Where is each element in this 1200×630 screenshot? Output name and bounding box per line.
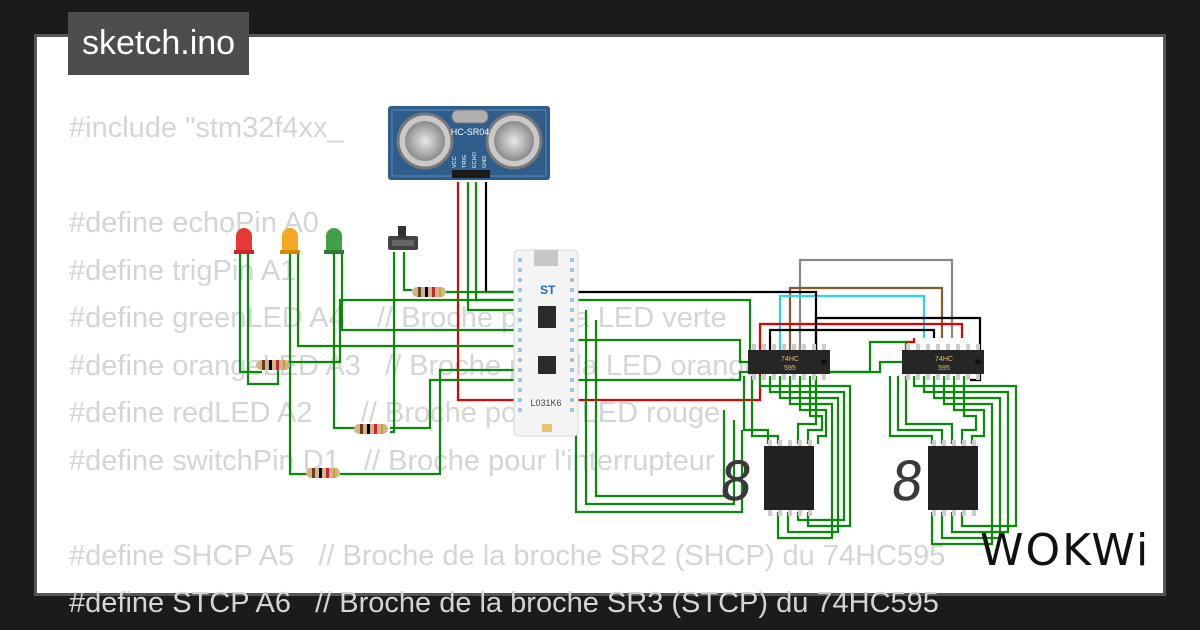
resistor xyxy=(306,468,340,478)
wire-green xyxy=(904,376,954,444)
wire-green xyxy=(340,368,524,476)
led-green[interactable] xyxy=(324,228,344,254)
wires xyxy=(238,182,1018,546)
slide-switch[interactable] xyxy=(388,226,418,250)
wire-red xyxy=(758,322,964,352)
wire-green xyxy=(570,370,750,382)
chip-label: 595 xyxy=(784,365,796,372)
wire-green xyxy=(778,376,840,534)
pin-label-gnd: GND xyxy=(482,156,488,168)
wire-green xyxy=(594,320,726,498)
resistor xyxy=(354,424,388,434)
wire-green xyxy=(758,376,852,528)
code-line: #include "stm32f4xx_ xyxy=(69,112,344,144)
chip-label: 74HC xyxy=(935,356,953,363)
pin-label-trig: TRIG xyxy=(462,155,468,168)
wire-green xyxy=(238,252,262,374)
file-tab[interactable]: sketch.ino xyxy=(68,12,250,75)
chip-label: 595 xyxy=(938,365,950,372)
display-digit: 8 xyxy=(888,450,927,513)
code-line: #define switchPin D1 // Broche pour l'in… xyxy=(69,444,715,477)
wire-green xyxy=(930,376,994,546)
wire-green xyxy=(826,360,906,374)
shift-register-1[interactable]: 74HC 595 xyxy=(748,344,830,380)
ultrasonic-sensor[interactable]: HC-SR04 VCC TRIG ECHO GND xyxy=(388,106,550,180)
canvas-card: #include "stm32f4xx_ #define echoPin A0 #d… xyxy=(34,34,1166,619)
wire-black xyxy=(768,328,936,352)
code-line: #define SHCP A5 // Broche de la broche S… xyxy=(69,539,946,572)
wire-black xyxy=(484,182,818,352)
wire-green xyxy=(570,298,752,352)
wire-green xyxy=(896,376,944,444)
wire-green xyxy=(912,376,1018,528)
shift-register-2[interactable]: 74HC 595 xyxy=(902,344,984,380)
wire-green xyxy=(574,300,744,514)
led-red[interactable] xyxy=(234,228,254,254)
wire-green xyxy=(768,376,846,522)
wire-green xyxy=(922,376,1010,534)
pin-label-echo: ECHO xyxy=(472,151,478,168)
pin-label-vcc: VCC xyxy=(452,156,458,168)
display-digit: 8 xyxy=(717,450,756,513)
mcu-label: L031K6 xyxy=(530,398,561,408)
nucleo-board[interactable]: ST L031K6 xyxy=(513,249,579,437)
st-logo: ST xyxy=(540,283,556,297)
wire-green xyxy=(960,376,978,444)
seven-segment-display-1[interactable]: 8 xyxy=(717,440,814,516)
wire-green xyxy=(932,376,1002,540)
wire-green xyxy=(776,376,834,540)
sensor-label: HC-SR04 xyxy=(451,127,490,137)
wire-gray xyxy=(798,258,954,352)
code-background: #include "stm32f4xx_ #define echoPin A0 #d… xyxy=(69,105,945,628)
wire-green xyxy=(952,376,986,444)
wire-green xyxy=(402,252,412,292)
code-line: #define echoPin A0 xyxy=(69,207,319,239)
wire-green xyxy=(584,310,736,506)
wire-green xyxy=(332,252,356,430)
wire-green xyxy=(390,378,524,430)
wire-green xyxy=(742,376,770,444)
led-orange[interactable] xyxy=(280,228,300,254)
chip-label: 74HC xyxy=(781,356,799,363)
code-line: #define STCP A6 // Broche de la broche S… xyxy=(69,587,939,619)
wire-green xyxy=(796,376,818,444)
wire-green xyxy=(340,252,524,332)
wire-green xyxy=(798,376,828,444)
resistor xyxy=(412,287,446,297)
wire-green xyxy=(806,376,824,444)
wokwi-logo: WOKWi xyxy=(980,525,1151,576)
wire-green xyxy=(466,182,524,312)
wire-brown xyxy=(788,286,944,352)
wire-green xyxy=(296,252,524,348)
wire-green xyxy=(570,338,750,364)
wire-green xyxy=(390,252,396,434)
seven-segment-display-2[interactable]: 8 xyxy=(888,440,978,516)
wire-green xyxy=(288,252,312,476)
resistor xyxy=(256,360,290,370)
